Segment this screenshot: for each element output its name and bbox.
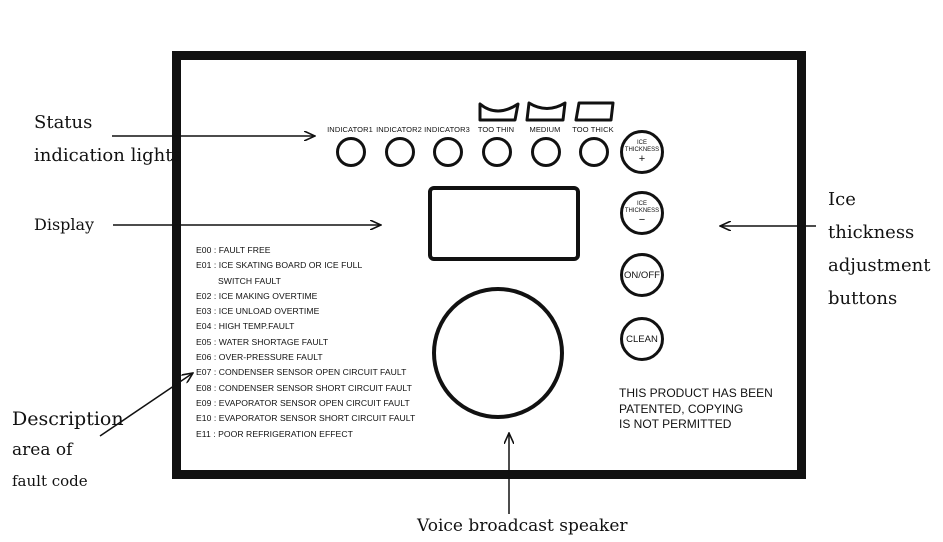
indicator-label: TOO THIN: [477, 125, 515, 134]
callout-line: Description: [12, 408, 124, 430]
fault-code-item: E09 : EVAPORATOR SENSOR OPEN CIRCUIT FAU…: [196, 397, 410, 408]
button-label: ICE: [636, 201, 647, 207]
ice-thickness-minus-button[interactable]: ICE THICKNESS −: [620, 191, 664, 235]
indicator-light-too-thin: [482, 137, 512, 167]
fault-code-item: E04 : HIGH TEMP.FAULT: [196, 321, 295, 332]
fault-code-item: E01 : ICE SKATING BOARD OR ICE FULL: [196, 260, 363, 271]
indicator-light-3: [433, 137, 463, 167]
voice-speaker: [432, 287, 564, 419]
fault-code-item: E11 : POOR REFRIGERATION EFFECT: [196, 428, 353, 439]
callout-line: area of: [12, 440, 73, 460]
minus-icon: −: [638, 214, 646, 226]
indicator-label: INDICATOR3: [424, 125, 470, 134]
fault-description-callout: Description area of fault code: [12, 403, 124, 496]
fault-code-item: E03 : ICE UNLOAD OVERTIME: [196, 306, 320, 317]
callout-line: adjustment: [828, 255, 931, 276]
indicator-light-too-thick: [579, 137, 609, 167]
callout-line: Status: [34, 112, 93, 133]
indicator-light-1: [336, 137, 366, 167]
button-label: THICKNESS: [624, 208, 660, 214]
fault-description-arrow: [99, 373, 193, 437]
display-screen: [428, 186, 580, 261]
fault-code-item: E08 : CONDENSER SENSOR SHORT CIRCUIT FAU…: [196, 382, 412, 393]
fault-code-item: E10 : EVAPORATOR SENSOR SHORT CIRCUIT FA…: [196, 413, 416, 424]
indicator-label: INDICATOR2: [376, 125, 422, 134]
indicator-label: TOO THICK: [572, 125, 614, 134]
speaker-callout: Voice broadcast speaker: [417, 516, 628, 536]
button-label: THICKNESS: [624, 147, 660, 153]
patent-line: THIS PRODUCT HAS BEEN: [619, 386, 773, 400]
fault-code-item: SWITCH FAULT: [218, 275, 281, 286]
button-label: ICE: [636, 140, 647, 146]
indicator-light-2: [385, 137, 415, 167]
too-thin-icon: [478, 102, 520, 122]
plus-icon: +: [638, 153, 646, 165]
fault-code-item: E05 : WATER SHORTAGE FAULT: [196, 336, 329, 347]
fault-code-list: E00 : FAULT FREE E01 : ICE SKATING BOARD…: [196, 243, 415, 442]
callout-line: fault code: [12, 472, 88, 490]
too-thick-icon: [574, 101, 615, 122]
callout-line: Ice: [828, 189, 856, 210]
status-lights-callout: Status indication lights: [34, 106, 182, 172]
callout-line: thickness: [828, 222, 915, 243]
display-callout: Display: [34, 215, 95, 234]
on-off-button[interactable]: ON/OFF: [620, 253, 664, 297]
callout-line: buttons: [828, 288, 898, 309]
fault-code-item: E07 : CONDENSER SENSOR OPEN CIRCUIT FAUL…: [196, 367, 407, 378]
fault-code-item: E02 : ICE MAKING OVERTIME: [196, 290, 318, 301]
fault-code-item: E00 : FAULT FREE: [196, 245, 271, 255]
ice-adjust-callout: Ice thickness adjustment buttons: [828, 183, 930, 315]
patent-notice: THIS PRODUCT HAS BEEN PATENTED, COPYING …: [619, 386, 773, 433]
ice-thickness-plus-button[interactable]: ICE THICKNESS +: [620, 130, 664, 174]
indicator-label: MEDIUM: [529, 125, 561, 134]
indicator-light-medium: [531, 137, 561, 167]
fault-code-item: E06 : OVER-PRESSURE FAULT: [196, 352, 323, 363]
medium-icon: [525, 101, 567, 122]
clean-button[interactable]: CLEAN: [620, 317, 664, 361]
patent-line: PATENTED, COPYING: [619, 401, 744, 416]
indicator-label: INDICATOR1: [327, 125, 373, 134]
patent-line: IS NOT PERMITTED: [619, 417, 732, 431]
callout-line: indication lights: [34, 145, 182, 166]
